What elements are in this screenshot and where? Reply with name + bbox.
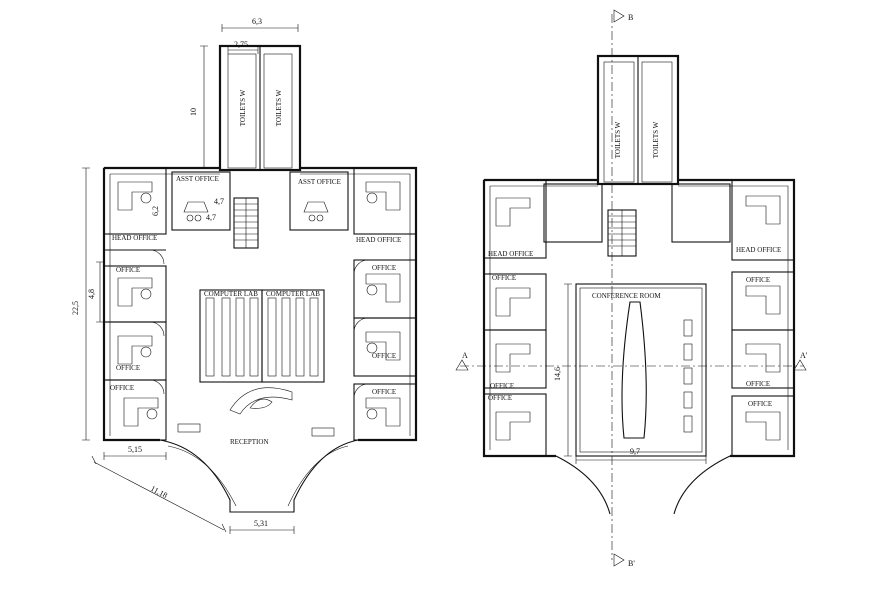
right-offices-right-column bbox=[731, 179, 795, 457]
left-office-r2-label: OFFICE bbox=[372, 352, 396, 360]
right-office-l2-label: OFFICE bbox=[490, 382, 514, 390]
right-toilet-2-label: TOILETS W bbox=[652, 121, 660, 158]
left-head-office-right-label: HEAD OFFICE bbox=[356, 236, 401, 244]
section-mark-b: B bbox=[628, 13, 633, 22]
right-office-l3-label: OFFICE bbox=[488, 394, 512, 402]
left-reception-desk bbox=[177, 387, 335, 437]
right-head-office-right-label: HEAD OFFICE bbox=[736, 246, 781, 254]
left-dim-total-height: 22,5 bbox=[71, 301, 80, 315]
right-dimension-lines bbox=[564, 283, 707, 464]
left-offices-right-column bbox=[353, 167, 417, 441]
right-dim-conference-width: 9,7 bbox=[630, 447, 640, 456]
right-outer-walls bbox=[482, 178, 796, 515]
right-office-r3-label: OFFICE bbox=[748, 400, 772, 408]
right-office-r2-label: OFFICE bbox=[746, 380, 770, 388]
section-mark-b-prime: B' bbox=[628, 559, 635, 568]
left-outer-walls bbox=[102, 166, 418, 513]
right-head-office-left-label: HEAD OFFICE bbox=[488, 250, 533, 258]
left-office-l3-label: OFFICE bbox=[110, 384, 134, 392]
left-dim-office-height: 4,8 bbox=[87, 289, 96, 299]
right-dim-conference-height: 14,6 bbox=[553, 367, 562, 381]
left-dim-bottom-left: 5,15 bbox=[128, 445, 142, 454]
left-offices-left-column bbox=[103, 167, 167, 441]
left-office-l2-label: OFFICE bbox=[116, 364, 140, 372]
left-toilet-block bbox=[218, 44, 302, 172]
section-mark-a: A bbox=[462, 351, 468, 360]
right-office-l1-label: OFFICE bbox=[492, 274, 516, 282]
left-dim-entrance: 5,31 bbox=[254, 519, 268, 528]
right-office-furniture bbox=[495, 195, 781, 441]
left-dim-toilet-width: 2,75 bbox=[234, 40, 248, 49]
left-dim-small-b: 4,7 bbox=[206, 213, 216, 222]
left-dim-diagonal: 11,18 bbox=[149, 484, 169, 500]
right-section-lines bbox=[455, 9, 807, 567]
left-toilet-1-label: TOILETS W bbox=[239, 89, 247, 126]
left-dim-toilet-depth: 10 bbox=[189, 108, 198, 116]
right-office-r1-label: OFFICE bbox=[746, 276, 770, 284]
left-dim-small-c: 6,2 bbox=[151, 206, 160, 216]
right-toilet-block bbox=[596, 54, 680, 186]
right-toilet-1-label: TOILETS W bbox=[614, 121, 622, 158]
left-dimension-lines bbox=[82, 24, 299, 534]
right-offices-left-column bbox=[483, 179, 547, 457]
right-conference-room bbox=[575, 283, 707, 457]
left-office-r1-label: OFFICE bbox=[372, 264, 396, 272]
left-stair bbox=[233, 197, 259, 249]
left-toilet-2-label: TOILETS W bbox=[275, 89, 283, 126]
section-mark-a-prime: A' bbox=[800, 351, 808, 360]
left-office-r3-label: OFFICE bbox=[372, 388, 396, 396]
left-asst-office-right-label: ASST OFFICE bbox=[298, 178, 341, 186]
left-head-office-left-label: HEAD OFFICE bbox=[112, 234, 157, 242]
left-dim-top-width: 6,3 bbox=[252, 17, 262, 26]
left-office-l1-label: OFFICE bbox=[116, 266, 140, 274]
left-asst-office-left-label: ASST OFFICE bbox=[176, 175, 219, 183]
left-computer-labs bbox=[199, 289, 325, 383]
left-reception-label: RECEPTION bbox=[230, 438, 269, 446]
left-asst-offices bbox=[171, 171, 349, 231]
right-conference-room-label: CONFERENCE ROOM bbox=[592, 292, 661, 300]
left-office-furniture bbox=[117, 181, 401, 427]
left-dim-small-a: 4,7 bbox=[214, 197, 224, 206]
right-upper-rooms bbox=[543, 183, 731, 257]
right-plan: TOILETS W TOILETS W bbox=[455, 9, 808, 568]
left-computer-lab-2-label: COMPUTER LAB bbox=[266, 290, 320, 298]
left-computer-lab-1-label: COMPUTER LAB bbox=[204, 290, 258, 298]
left-plan: TOILETS W TOILETS W bbox=[71, 17, 418, 534]
